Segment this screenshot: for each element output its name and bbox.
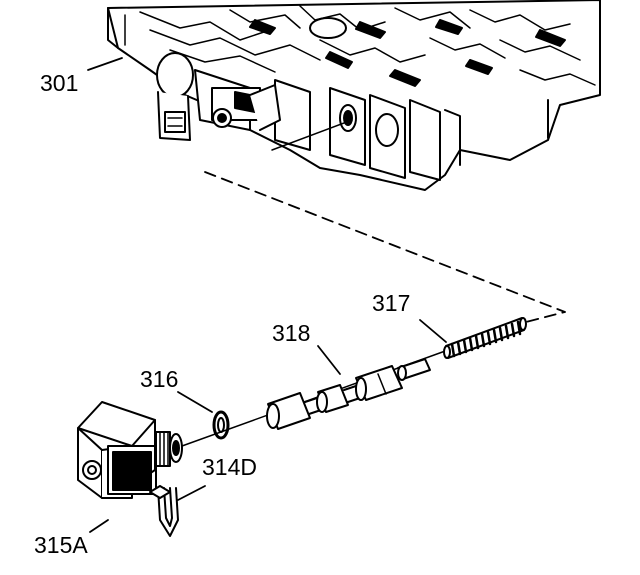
solenoid-315A xyxy=(77,401,183,499)
callout-315A: 315A xyxy=(34,532,88,558)
valve-body-assembly xyxy=(107,0,601,191)
callout-301: 301 xyxy=(40,70,79,96)
assembly-path-dashed xyxy=(204,171,566,323)
callout-318: 318 xyxy=(272,320,311,346)
leader-line-314D xyxy=(177,485,206,501)
leader-line-315A xyxy=(89,519,109,533)
callout-316: 316 xyxy=(140,366,179,392)
leader-line-317 xyxy=(419,319,447,343)
spring-317 xyxy=(443,317,527,359)
seal-316 xyxy=(212,410,230,440)
bore-centerline xyxy=(271,119,353,151)
callout-317: 317 xyxy=(372,290,411,316)
retainer-clip-314D xyxy=(149,485,179,537)
leader-line-301 xyxy=(87,57,123,71)
valve-318 xyxy=(266,358,431,430)
leader-line-316 xyxy=(177,391,213,413)
leader-line-318 xyxy=(317,345,341,375)
callout-314D: 314D xyxy=(202,454,257,480)
